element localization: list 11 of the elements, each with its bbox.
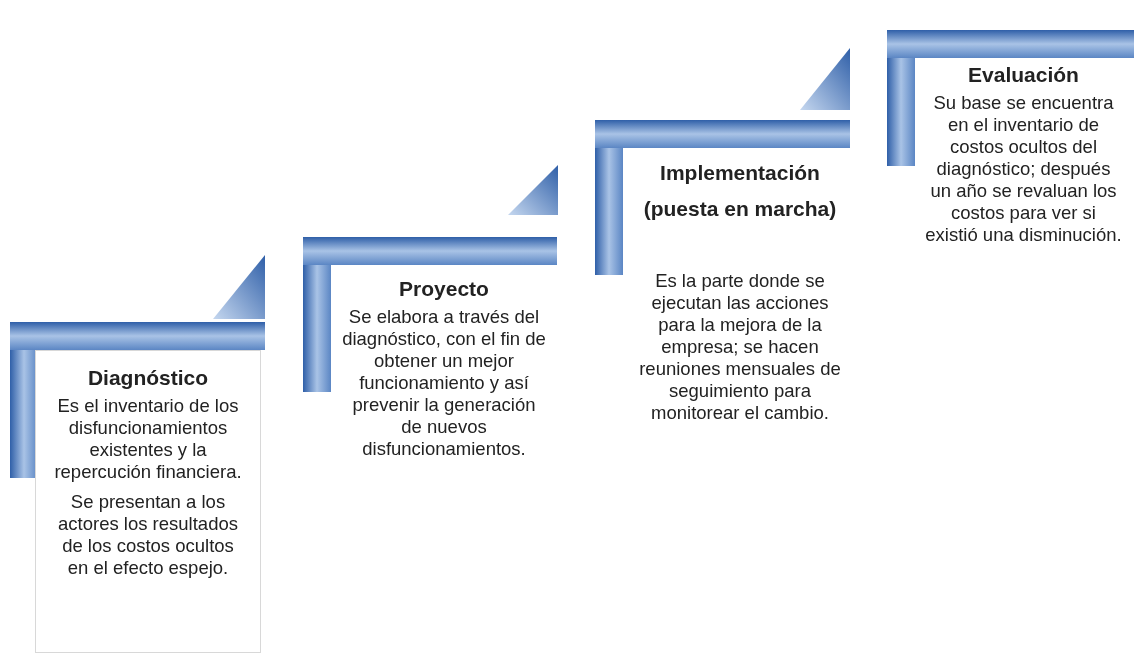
step-description: Su base se encuentra en el inventario de costos ocultos del diagnóstico; después un año se revaluan los costos para ver si existió una disminución. (925, 92, 1122, 246)
step-description: Es el inventario de los disfuncionamientos existentes y la repercución financiera. (54, 395, 242, 483)
step-card (35, 350, 261, 653)
step-heading: Proyecto (399, 276, 489, 302)
step-heading: (puesta en marcha) (643, 196, 837, 222)
step-description: Se elabora a través del diagnóstico, con el fin de obtener un mejor funcionamiento y así prevenir la generación de nuevos disfuncionamientos. (342, 306, 546, 460)
step-description: Es la parte donde se ejecutan las acciones para la mejora de la empresa; se hacen reuniones mensuales de seguimiento para monitorear el cambio. (638, 270, 842, 424)
step-heading: Implementación (660, 160, 820, 186)
step-heading: Diagnóstico (87, 365, 209, 391)
step-heading: Evaluación (968, 62, 1079, 88)
step-description: Se presentan a los actores los resultados de los costos ocultos en el efecto espejo. (57, 491, 239, 579)
